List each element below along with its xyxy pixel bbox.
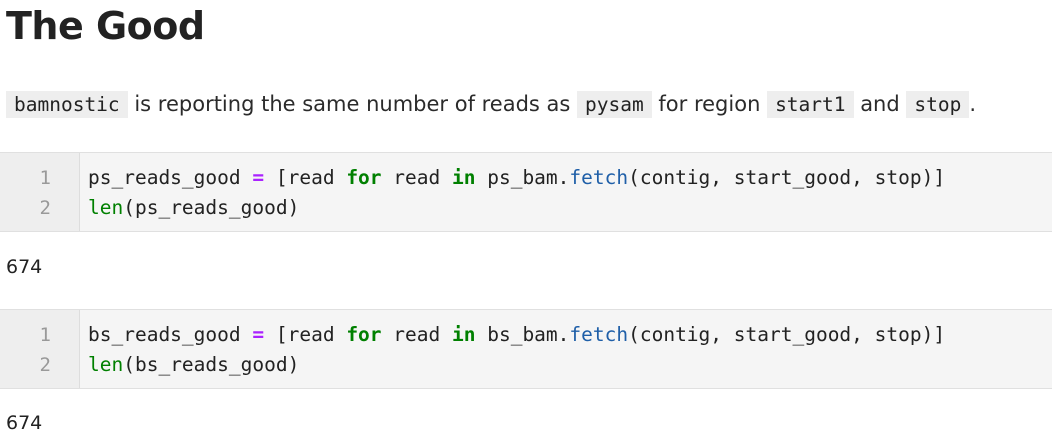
keyword-for: for	[346, 323, 382, 346]
builtin-function: len	[88, 353, 124, 376]
code-text: (contig, start_good, stop)]	[628, 323, 946, 346]
line-number-gutter: 1 2	[0, 310, 80, 388]
inline-code-pysam: pysam	[577, 91, 652, 118]
code-text: read	[381, 323, 452, 346]
code-text: [read	[264, 166, 347, 189]
method-name: fetch	[569, 166, 629, 189]
builtin-function: len	[88, 196, 124, 219]
operator: =	[252, 166, 265, 189]
code-line-2: len(bs_reads_good)	[88, 350, 945, 380]
line-number: 1	[39, 167, 51, 189]
code-line-2: len(ps_reads_good)	[88, 193, 945, 223]
keyword-in: in	[452, 166, 476, 189]
variable: bs_reads_good	[88, 323, 241, 346]
line-number: 2	[39, 197, 51, 219]
code-text: (contig, start_good, stop)]	[628, 166, 946, 189]
operator: =	[252, 323, 265, 346]
code-text: ps_bam.	[475, 166, 570, 189]
cell-output-2: 674	[6, 412, 43, 434]
keyword-in: in	[452, 323, 476, 346]
code-text: (bs_reads_good)	[123, 353, 300, 376]
code-editor[interactable]: ps_reads_good = [read for read in ps_bam…	[80, 153, 945, 231]
variable: ps_reads_good	[88, 166, 241, 189]
code-text: (ps_reads_good)	[123, 196, 300, 219]
inline-code-bamnostic: bamnostic	[6, 91, 128, 118]
paragraph-text: .	[969, 92, 977, 116]
paragraph-text: and	[853, 92, 907, 116]
description-paragraph: bamnostic is reporting the same number o…	[6, 87, 976, 122]
code-line-1: ps_reads_good = [read for read in ps_bam…	[88, 163, 945, 193]
code-text: read	[381, 166, 452, 189]
inline-code-stop: stop	[906, 91, 970, 118]
line-number: 1	[39, 324, 51, 346]
paragraph-text: is reporting the same number of reads as	[127, 92, 578, 116]
method-name: fetch	[569, 323, 629, 346]
section-heading: The Good	[6, 4, 205, 48]
inline-code-start1: start1	[767, 91, 854, 118]
code-cell-2[interactable]: 1 2 bs_reads_good = [read for read in bs…	[0, 309, 1052, 389]
line-number: 2	[39, 354, 51, 376]
code-line-1: bs_reads_good = [read for read in bs_bam…	[88, 320, 945, 350]
code-text: bs_bam.	[475, 323, 570, 346]
code-editor[interactable]: bs_reads_good = [read for read in bs_bam…	[80, 310, 945, 388]
cell-output-1: 674	[6, 256, 43, 278]
line-number-gutter: 1 2	[0, 153, 80, 231]
code-text: [read	[264, 323, 347, 346]
paragraph-text: for region	[651, 92, 768, 116]
code-cell-1[interactable]: 1 2 ps_reads_good = [read for read in ps…	[0, 152, 1052, 232]
keyword-for: for	[346, 166, 382, 189]
